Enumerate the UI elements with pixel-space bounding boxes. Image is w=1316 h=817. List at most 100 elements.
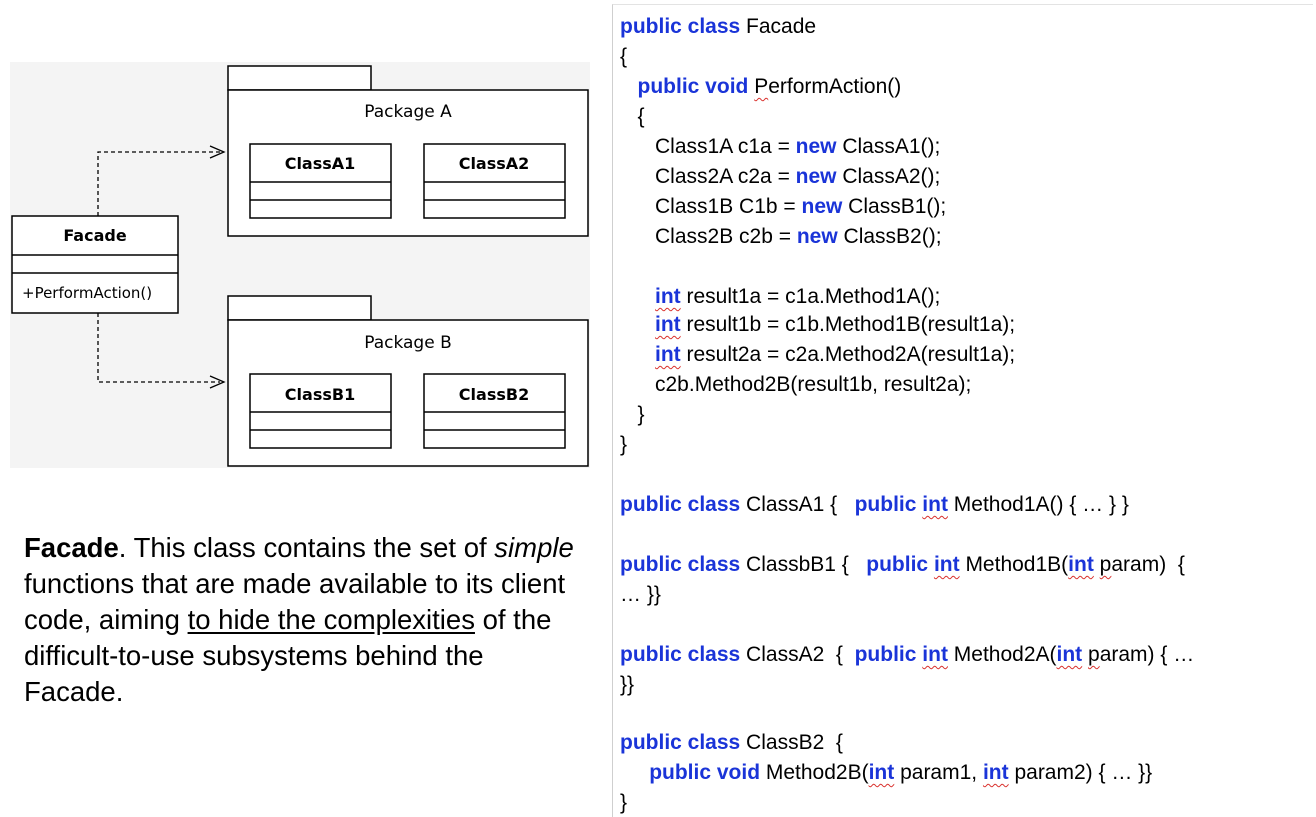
code-line: public class ClassB2 {	[620, 730, 843, 756]
code-line: … }}	[620, 582, 661, 608]
code-text: Class1B C1b =	[620, 195, 802, 218]
code-text-flagged: p	[1099, 553, 1112, 576]
code-line: c2b.Method2B(result1b, result2a);	[620, 372, 971, 398]
facade-class-frame	[11, 215, 179, 314]
code-text: erformAction()	[768, 75, 902, 98]
code-line: Class1A c1a = new ClassA1();	[620, 134, 940, 160]
facade-class-box: Facade +PerformAction()	[11, 215, 179, 314]
class-box-b2: ClassB2	[423, 373, 566, 449]
code-keyword: public	[854, 493, 923, 516]
code-text: }	[620, 791, 628, 814]
dependency-line-b	[97, 313, 220, 383]
dependency-line-a	[97, 151, 220, 216]
package-b: Package B ClassB1 ClassB2	[227, 295, 589, 467]
class-b1-name: ClassB1	[285, 385, 355, 404]
code-keyword: public class	[620, 493, 741, 516]
code-text: result1b = c1b.Method1B(result1a);	[680, 313, 1016, 336]
description-text-3: of the difficult-to-use subsystems behin…	[24, 604, 552, 707]
class-box-a1: ClassA1	[249, 143, 392, 219]
code-text	[620, 761, 649, 784]
code-line: public class ClassA1 { public int Method…	[620, 492, 1129, 518]
code-keyword-flagged: int	[655, 285, 681, 308]
description-text-2: functions that are made available to its…	[24, 568, 566, 635]
code-keyword: public	[854, 643, 923, 666]
code-text: aram) { …	[1099, 643, 1195, 666]
code-line: public class Facade	[620, 14, 816, 40]
code-text	[620, 313, 655, 336]
code-keyword-flagged: int	[922, 643, 948, 666]
code-keyword: public	[866, 553, 934, 576]
code-line: }	[620, 402, 645, 428]
code-keyword: public class	[620, 553, 741, 576]
code-text: ClassB2 {	[740, 731, 843, 754]
code-text: {	[620, 105, 645, 128]
code-text: }	[620, 433, 628, 456]
class-box-b1: ClassB1	[249, 373, 392, 449]
code-text: Class2A c2a =	[620, 165, 796, 188]
dependency-arrow-a	[97, 145, 226, 216]
code-line: {	[620, 44, 627, 70]
code-text: c2b.Method2B(result1b, result2a);	[620, 373, 972, 396]
code-keyword: public class	[620, 15, 741, 38]
code-text: param2) { … }}	[1008, 761, 1153, 784]
package-a: Package A ClassA1 ClassA2	[227, 65, 589, 237]
code-line: }}	[620, 672, 634, 698]
code-keyword: public void	[649, 761, 761, 784]
code-text: Class2B c2b =	[620, 225, 797, 248]
code-keyword-flagged: int	[655, 343, 681, 366]
code-keyword: public class	[620, 731, 741, 754]
code-keyword: public void	[637, 75, 749, 98]
code-text: Method2B(	[760, 761, 869, 784]
code-text: }}	[620, 673, 635, 696]
code-line: Class1B C1b = new ClassB1();	[620, 194, 946, 220]
uml-diagram-canvas: Package A ClassA1 ClassA2 Package B	[11, 65, 589, 467]
description-underlined: to hide the complexities	[187, 604, 475, 635]
code-text: result2a = c2a.Method2A(result1a);	[680, 343, 1016, 366]
code-panel	[612, 4, 1313, 817]
code-keyword: new	[795, 165, 837, 188]
code-keyword-flagged: int	[868, 761, 895, 784]
code-text: ClassbB1 {	[740, 553, 867, 576]
arrowhead-b-icon	[209, 375, 226, 389]
code-text: Class1A c1a =	[620, 135, 796, 158]
class-b2-name: ClassB2	[459, 385, 529, 404]
description-emphasis: simple	[494, 532, 574, 563]
description-term: Facade	[24, 532, 119, 563]
code-keyword-flagged: int	[1068, 553, 1094, 576]
code-keyword: new	[801, 195, 843, 218]
dependency-arrow-b	[97, 313, 226, 389]
code-keyword: public class	[620, 643, 741, 666]
code-line: }	[620, 432, 627, 458]
description-text-1: . This class contains the set of	[118, 532, 495, 563]
code-line: Class2B c2b = new ClassB2();	[620, 224, 942, 250]
code-line: int result1a = c1a.Method1A();	[620, 284, 940, 310]
code-keyword-flagged: int	[982, 761, 1009, 784]
code-text: aram) {	[1111, 553, 1185, 576]
class-box-a1-frame	[249, 143, 392, 219]
package-b-tab	[227, 295, 372, 321]
class-box-b2-frame	[423, 373, 566, 449]
code-text-flagged: p	[1088, 643, 1100, 666]
code-text: }	[620, 403, 645, 426]
code-text: Facade	[740, 15, 817, 38]
package-a-title: Package A	[364, 102, 452, 122]
uml-diagram: Package A ClassA1 ClassA2 Package B	[10, 62, 590, 468]
code-keyword: new	[795, 135, 837, 158]
code-line: int result2a = c2a.Method2A(result1a);	[620, 342, 1015, 368]
class-box-a2: ClassA2	[423, 143, 566, 219]
code-text: ClassA2 {	[740, 643, 855, 666]
code-keyword-flagged: int	[922, 493, 948, 516]
code-text-flagged: P	[754, 75, 769, 98]
code-text: … }}	[620, 583, 661, 606]
code-keyword-flagged: int	[1056, 643, 1083, 666]
class-a2-name: ClassA2	[459, 154, 530, 173]
facade-class-name: Facade	[63, 226, 127, 245]
code-text	[620, 285, 655, 308]
facade-operation: +PerformAction()	[22, 284, 152, 302]
class-box-b1-frame	[249, 373, 392, 449]
code-line: public void Method2B(int param1, int par…	[620, 760, 1152, 786]
code-text: Method1B(	[959, 553, 1069, 576]
code-text: Method1A() { … } }	[947, 493, 1129, 516]
code-line: Class2A c2a = new ClassA2();	[620, 164, 940, 190]
package-a-tab	[227, 65, 372, 91]
